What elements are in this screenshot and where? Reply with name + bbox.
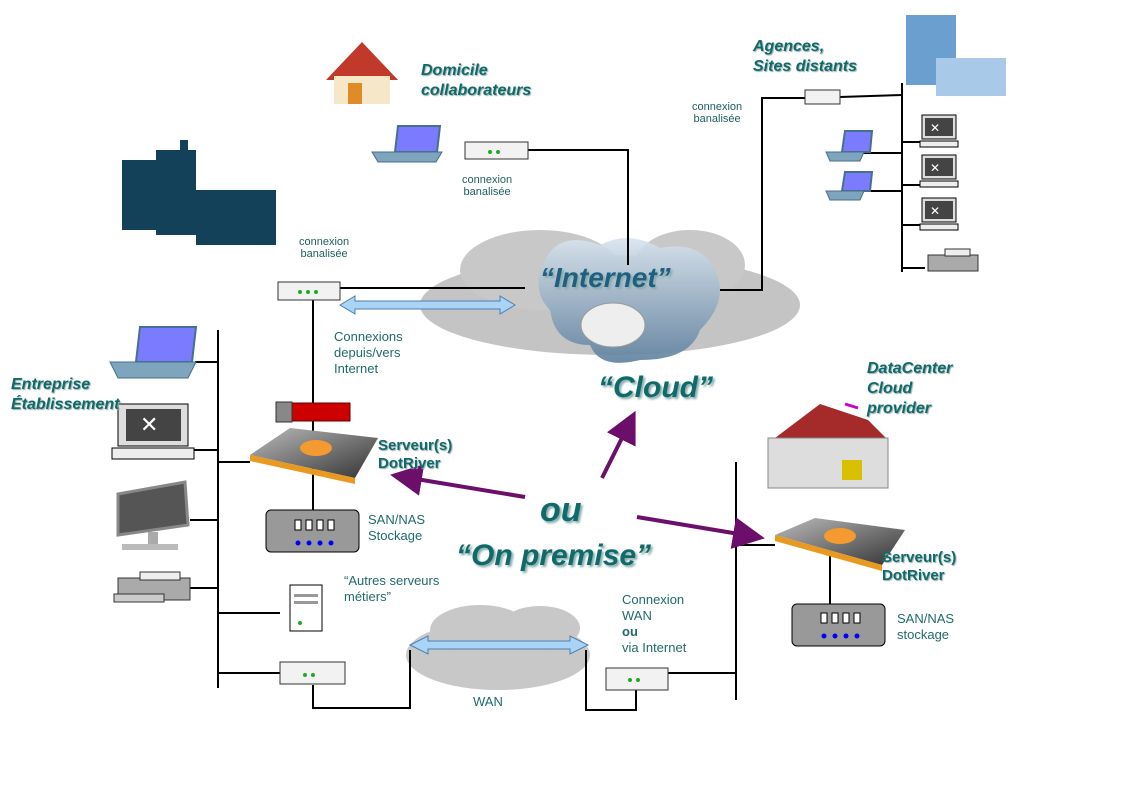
desktop-pc-icon: ✕ <box>919 114 959 148</box>
printer-icon <box>113 571 191 603</box>
laptop-icon <box>109 326 198 379</box>
monitor-icon <box>116 480 190 550</box>
office-building-icon <box>906 15 1006 96</box>
tower-server-icon <box>289 584 323 632</box>
house-icon <box>326 42 398 104</box>
router-icon <box>279 661 346 685</box>
laptop-icon <box>825 171 874 201</box>
wan-label: WAN <box>473 694 503 709</box>
firewall-icon <box>275 401 351 423</box>
internet-cloud <box>420 230 800 363</box>
san-storage-icon <box>791 603 886 647</box>
svg-text:✕: ✕ <box>930 204 940 218</box>
printer-icon <box>927 248 979 272</box>
choice-arrows <box>390 410 765 549</box>
router-icon <box>277 281 341 301</box>
on-premise-label: “On premise” <box>456 539 652 572</box>
datacenter-building-icon <box>767 402 889 489</box>
router-icon <box>464 141 529 160</box>
svg-text:✕: ✕ <box>930 161 940 175</box>
dotriver-server-icon <box>250 428 378 484</box>
cloud-label: “Cloud” <box>598 371 713 404</box>
home-site-label: Domicile collaborateurs <box>421 62 532 99</box>
svg-text:✕: ✕ <box>930 121 940 135</box>
enterprise-building-icon <box>122 140 276 245</box>
svg-text:✕: ✕ <box>140 413 158 438</box>
or-label: ou <box>540 491 582 529</box>
dotriver-server-label: Serveur(s)DotRiver <box>882 549 957 584</box>
router-icon <box>605 667 669 691</box>
dotriver-server-label: Serveur(s)DotRiver <box>378 437 453 472</box>
internet-double-arrow <box>339 295 516 315</box>
desktop-pc-icon: ✕ <box>919 197 959 231</box>
desktop-pc-icon: ✕ <box>111 403 195 460</box>
laptop-icon <box>825 130 874 162</box>
san-storage-icon <box>265 509 360 553</box>
dotriver-server-icon <box>775 518 905 571</box>
desktop-pc-icon: ✕ <box>919 154 959 188</box>
agencies-site-label: Agences,Sites distants <box>753 38 858 75</box>
router-icon <box>804 89 841 105</box>
internet-label: “Internet” <box>540 262 671 293</box>
network-links <box>190 83 925 711</box>
wan-double-arrow <box>408 635 590 655</box>
laptop-icon <box>371 125 443 163</box>
